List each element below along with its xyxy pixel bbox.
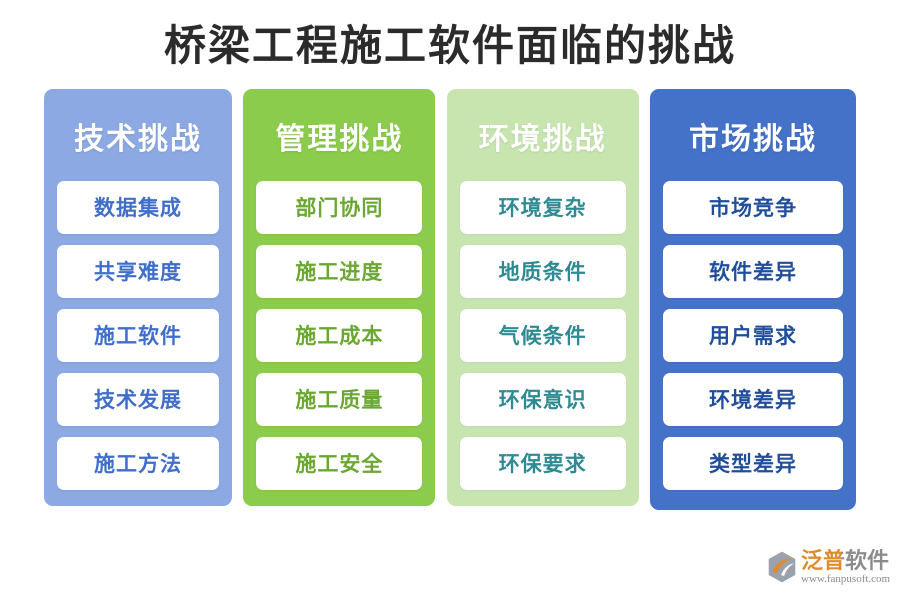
watermark-brand: 泛普软件 [801,548,890,573]
list-item[interactable]: 施工成本 [256,308,423,362]
list-item[interactable]: 地质条件 [459,244,626,298]
column-header-environment: 环境挑战 [478,123,607,156]
page-title: 桥梁工程施工软件面临的挑战 [163,24,736,70]
list-item[interactable]: 施工软件 [57,308,219,362]
list-item[interactable]: 环保要求 [459,436,626,490]
fanpu-hexagon-logo-icon [768,551,796,583]
item-list-technical: 数据集成 共享难度 施工软件 技术发展 施工方法 [57,180,219,490]
list-item[interactable]: 共享难度 [57,244,219,298]
list-item[interactable]: 环境复杂 [459,180,626,234]
list-item[interactable]: 技术发展 [57,372,219,426]
column-technical[interactable]: 技术挑战 数据集成 共享难度 施工软件 技术发展 施工方法 [44,89,232,506]
list-item[interactable]: 环保意识 [459,372,626,426]
item-list-environment: 环境复杂 地质条件 气候条件 环保意识 环保要求 [459,180,626,490]
list-item[interactable]: 环境差异 [662,372,843,426]
list-item[interactable]: 软件差异 [662,244,843,298]
challenge-columns: 技术挑战 数据集成 共享难度 施工软件 技术发展 施工方法 管理挑战 部门协同 … [44,89,856,565]
list-item[interactable]: 施工进度 [256,244,423,298]
column-header-market: 市场挑战 [688,123,817,156]
list-item[interactable]: 施工方法 [57,436,219,490]
list-item[interactable]: 类型差异 [662,436,843,490]
list-item[interactable]: 部门协同 [256,180,423,234]
column-header-technical: 技术挑战 [74,123,202,156]
list-item[interactable]: 气候条件 [459,308,626,362]
column-market[interactable]: 市场挑战 市场竞争 软件差异 用户需求 环境差异 类型差异 [649,89,856,510]
column-management[interactable]: 管理挑战 部门协同 施工进度 施工成本 施工质量 施工安全 [243,89,436,506]
column-environment[interactable]: 环境挑战 环境复杂 地质条件 气候条件 环保意识 环保要求 [446,89,639,506]
list-item[interactable]: 施工质量 [256,372,423,426]
item-list-management: 部门协同 施工进度 施工成本 施工质量 施工安全 [256,180,423,490]
list-item[interactable]: 数据集成 [57,180,219,234]
list-item[interactable]: 施工安全 [256,436,423,490]
column-header-management: 管理挑战 [275,123,404,156]
watermark: 泛普软件 www.fanpusoft.com [765,549,900,593]
watermark-url: www.fanpusoft.com [801,573,891,586]
item-list-market: 市场竞争 软件差异 用户需求 环境差异 类型差异 [662,180,843,490]
watermark-text: 泛普软件 www.fanpusoft.com [801,549,890,585]
list-item[interactable]: 用户需求 [662,308,843,362]
list-item[interactable]: 市场竞争 [662,180,843,234]
